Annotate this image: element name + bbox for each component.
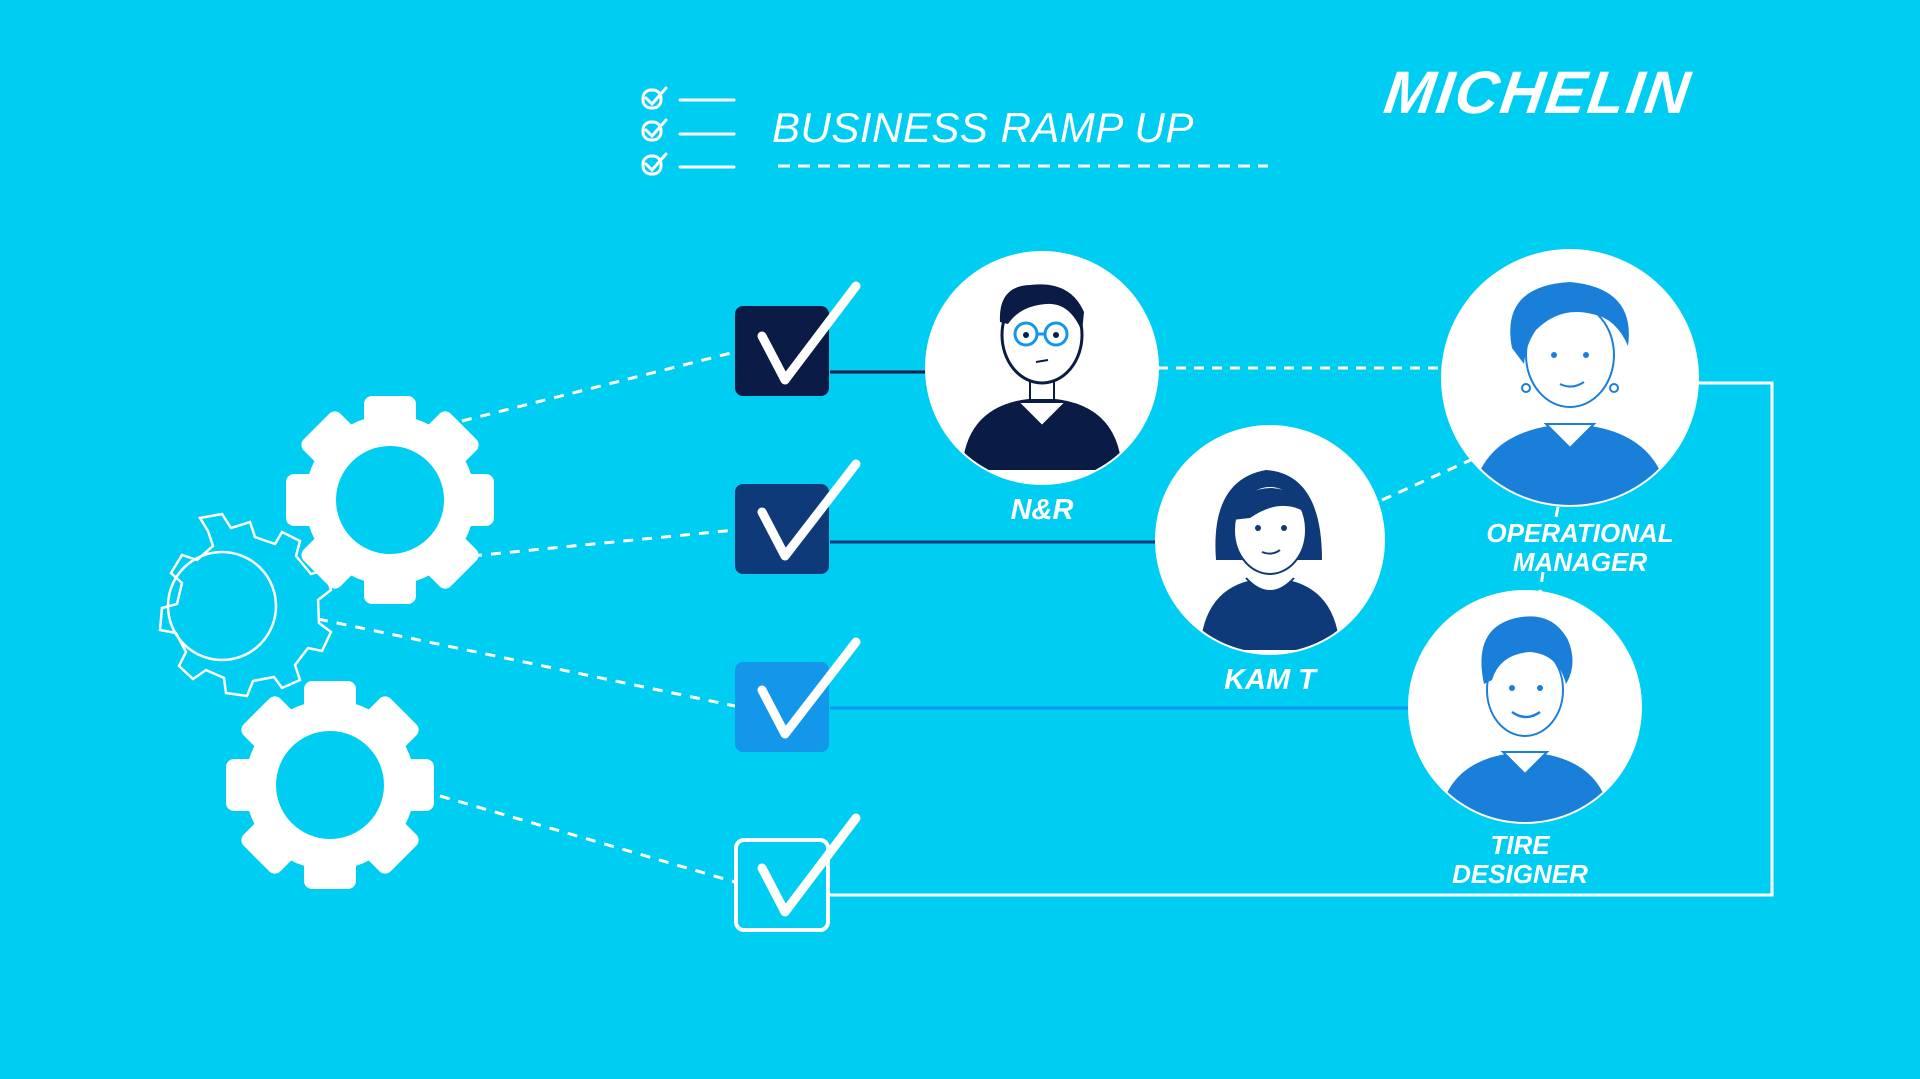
label-nr: N&R <box>1010 494 1074 526</box>
checkbox-icon <box>735 637 861 752</box>
label-line: OPERATIONAL <box>1486 518 1674 548</box>
connector-4 <box>830 381 1774 897</box>
gear-connectors <box>317 350 736 884</box>
gear-icon <box>286 396 494 604</box>
checklist-icon <box>641 86 736 176</box>
label-line: MANAGER <box>1512 547 1648 577</box>
label-tire-designer: TIRE DESIGNER <box>1405 832 1635 887</box>
label-operational-manager: OPERATIONAL MANAGER <box>1440 520 1720 575</box>
checkbox-icon <box>735 459 861 574</box>
avatar <box>1441 249 1699 507</box>
label-line: TIRE <box>1490 830 1550 860</box>
page-title: BUSINESS RAMP UP <box>772 104 1194 151</box>
avatar <box>1155 425 1385 655</box>
brand-logo: MICHELIN <box>1380 59 1696 126</box>
checkbox-icon <box>734 813 861 932</box>
avatar <box>925 251 1159 485</box>
checkbox-icon <box>735 281 861 396</box>
gear-outline-icon <box>158 512 333 698</box>
avatar <box>1408 590 1642 824</box>
people-connectors <box>1158 366 1560 594</box>
gear-icon <box>226 681 434 889</box>
label-kam: KAM T <box>1224 664 1316 696</box>
label-line: DESIGNER <box>1452 859 1588 889</box>
